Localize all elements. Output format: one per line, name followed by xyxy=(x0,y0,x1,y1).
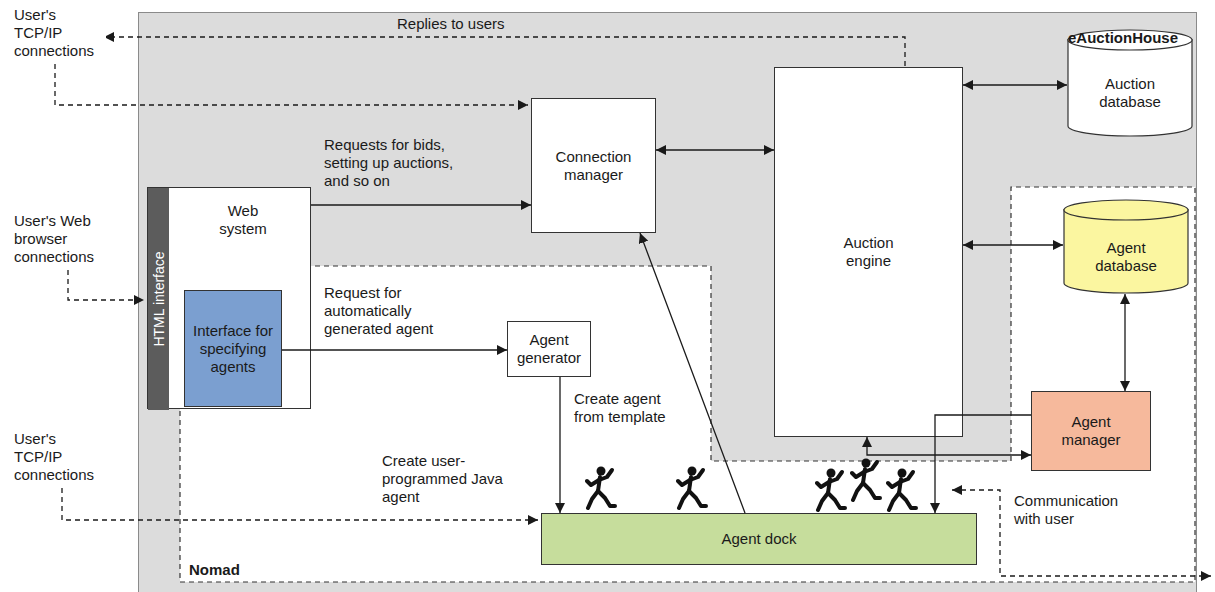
connector-arrow xyxy=(935,415,1031,513)
node-label: HTML interface xyxy=(150,251,168,346)
process-box: Agent generator xyxy=(507,321,591,377)
node-label: Agent database xyxy=(1081,239,1171,275)
connector-arrow xyxy=(640,233,745,513)
node-label: Nomad xyxy=(189,561,240,579)
node-label: Agent manager xyxy=(1051,413,1131,449)
connector-arrow xyxy=(656,149,774,150)
browser-connection-line xyxy=(68,270,144,300)
connector-arrow xyxy=(1124,294,1125,391)
user-connection-line xyxy=(62,488,538,520)
node-label: Connection manager xyxy=(544,148,644,184)
web-system-box: Web systemHTML interfaceInterface for sp… xyxy=(147,187,311,409)
connector-arrow xyxy=(963,244,1063,245)
annotation-label: User's TCP/IP connections xyxy=(12,430,106,484)
cylinder-body xyxy=(1064,209,1188,293)
reply-line xyxy=(104,37,905,66)
node-label: eAuctionHouse xyxy=(1068,29,1178,47)
annotation-label: Replies to users xyxy=(395,15,507,33)
agent-figure xyxy=(852,459,880,501)
connector-arrow xyxy=(559,377,560,513)
edge-label: Create agent from template xyxy=(572,390,676,426)
cylinder-top xyxy=(1068,30,1192,50)
node-label: Agent dock xyxy=(721,530,796,548)
annotation-label: User's TCP/IP connections xyxy=(12,6,106,60)
connector-arrow xyxy=(311,204,531,205)
agent-figure xyxy=(888,469,916,511)
process-box: Auction engine xyxy=(774,67,963,437)
annotation-label: User's Web browser connections xyxy=(12,212,100,266)
connector-arrow xyxy=(963,84,1067,85)
agent-figure xyxy=(817,469,845,511)
node-label: Auction engine xyxy=(829,234,909,270)
node-label: Auction database xyxy=(1085,75,1175,111)
region-border xyxy=(180,187,1195,582)
node-label: Web system xyxy=(208,202,278,238)
cylinder-body xyxy=(1068,39,1192,136)
edge-label: Request for automatically generated agen… xyxy=(322,284,451,338)
agent-figure xyxy=(587,467,615,509)
process-box: Connection manager xyxy=(531,98,656,233)
annotation-label: Create user-programmed Java agent xyxy=(380,452,514,506)
cylinder-top xyxy=(1064,200,1188,220)
process-box: Agent manager xyxy=(1031,391,1151,471)
connector-arrow xyxy=(867,437,1031,455)
process-box: Agent dock xyxy=(541,513,977,565)
process-box: Interface for specifying agents xyxy=(184,290,282,407)
edge-label: Requests for bids, setting up auctions, … xyxy=(322,136,476,190)
user-connection-line xyxy=(55,64,528,105)
database-cylinder: Agent database xyxy=(1063,199,1189,294)
connector-arrow xyxy=(282,349,507,350)
user-communication-line xyxy=(952,490,1211,576)
agent-figure xyxy=(678,467,706,509)
node-label: Agent generator xyxy=(512,331,586,367)
annotation-label: Communication with user xyxy=(1012,492,1136,528)
node-label: Interface for specifying agents xyxy=(189,322,277,376)
interface-bar: HTML interface xyxy=(148,188,169,410)
